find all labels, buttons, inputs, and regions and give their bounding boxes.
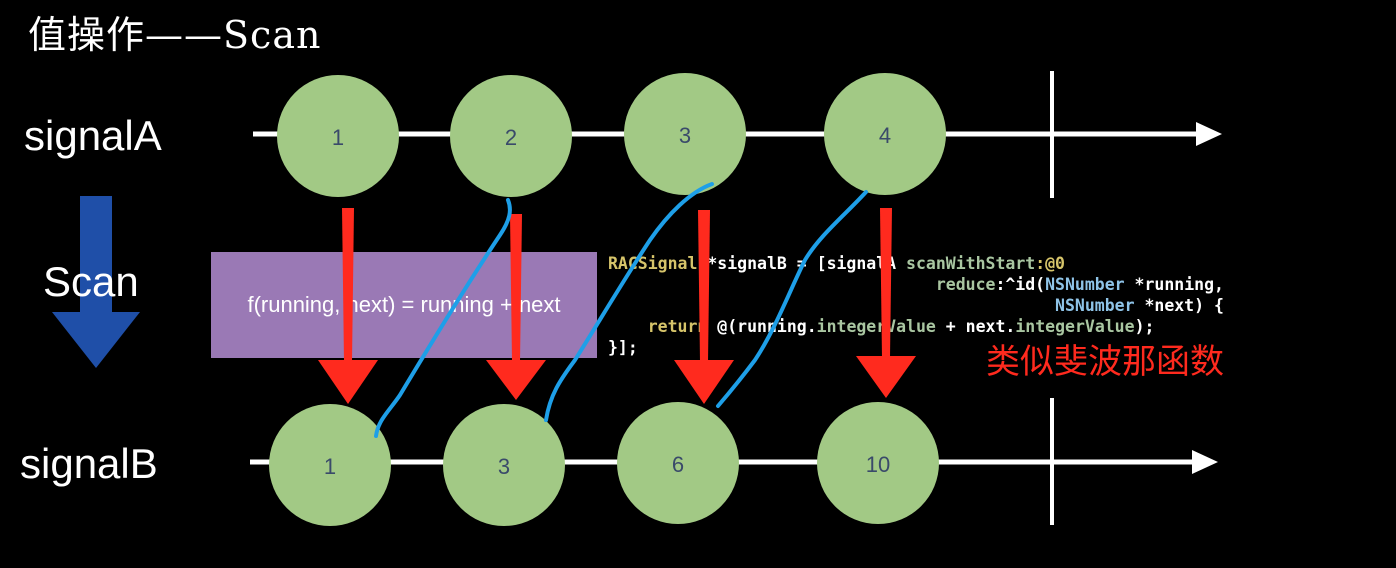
code-token: @(running. [707,317,817,336]
event-value-b3: 6 [672,452,684,477]
code-token: *next) { [1134,296,1224,315]
formula-box: f(running, next) = running + next [211,252,597,358]
event-value-b1: 1 [324,454,336,479]
code-token: :^id( [995,275,1046,294]
code-token: scanWithStart [906,254,1036,273]
event-circle-b1 [269,404,391,526]
event-value-a3: 3 [679,123,691,148]
code-token: return [647,317,708,336]
event-circle-a1 [277,75,399,197]
code-token: ); [1134,317,1155,336]
page-title: 值操作——Scan [28,13,322,57]
note-text: 类似斐波那函数 [986,342,1224,382]
event-circle-b3 [617,402,739,524]
blue-line-3 [716,190,868,408]
event-value-a4: 4 [879,123,891,148]
red-arrow-3 [674,210,734,404]
event-value-a1: 1 [332,125,344,150]
red-arrows [318,208,916,404]
code-token: signalA [826,254,907,273]
blue-line-2 [544,182,714,422]
signalA-events: 1 2 3 4 [277,73,946,197]
scan-label: Scan [43,258,139,305]
code-token: reduce [935,275,996,294]
code-token: :@0 [1035,254,1065,273]
code-token: NSNumber [1045,275,1125,294]
event-circle-a2 [450,75,572,197]
code-token: NSNumber [1055,296,1135,315]
red-arrow-2 [486,214,546,400]
blue-annotation-lines [374,182,868,438]
red-arrow-1 [318,208,378,404]
event-circle-a4 [824,73,946,195]
blue-line-1 [374,198,512,438]
signalA-label: signalA [24,112,162,159]
event-value-b4: 10 [866,452,890,477]
signalB-label: signalB [20,440,158,487]
event-value-a2: 2 [505,125,517,150]
code-token: integerValue [1015,317,1135,336]
event-value-b2: 3 [498,454,510,479]
formula-text: f(running, next) = running + next [247,292,561,317]
code-token: + next. [935,317,1016,336]
code-token: *running, [1124,275,1224,294]
code-token: integerValue [816,317,936,336]
signalB-events: 1 3 6 10 [269,402,939,526]
code-token: }]; [608,338,638,357]
event-circle-b2 [443,404,565,526]
event-circle-a3 [624,73,746,195]
code-snippet: RACSignal *signalB = [signalA scanWithSt… [608,253,1224,358]
red-arrow-4 [856,208,916,398]
scan-arrow [52,196,140,368]
event-circle-b4 [817,402,939,524]
